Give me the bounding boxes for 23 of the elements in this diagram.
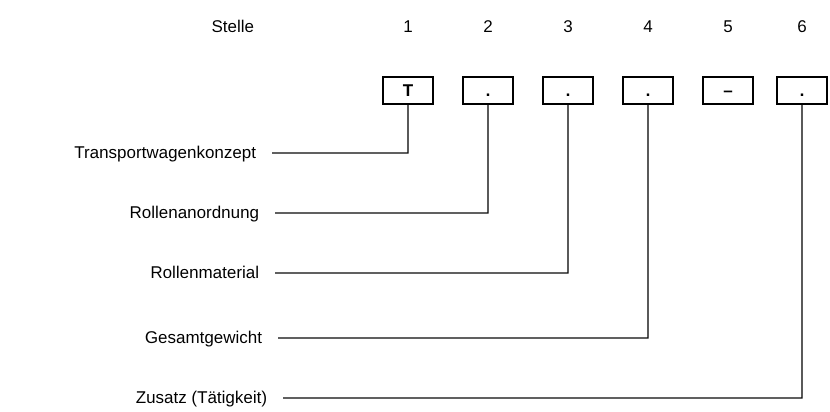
code-position-box: . (542, 76, 594, 105)
position-number: 1 (403, 17, 413, 37)
leader-line (283, 105, 803, 399)
field-label: Zusatz (Tätigkeit) (136, 388, 283, 408)
code-position-box: – (702, 76, 754, 105)
position-number: 3 (563, 17, 573, 37)
field-label: Rollenmaterial (150, 263, 275, 283)
position-number: 4 (643, 17, 653, 37)
code-position-box: . (776, 76, 828, 105)
code-position-box: . (622, 76, 674, 105)
position-number: 5 (723, 17, 733, 37)
leader-line (278, 105, 649, 339)
leader-line (272, 105, 409, 154)
field-label: Transportwagenkonzept (74, 143, 272, 163)
field-label: Gesamtgewicht (144, 328, 278, 348)
field-label: Rollenanordnung (130, 203, 275, 223)
code-position-box: . (462, 76, 514, 105)
code-position-box: T (382, 76, 434, 105)
position-number: 2 (483, 17, 493, 37)
position-number: 6 (797, 17, 807, 37)
leader-line (275, 105, 569, 274)
header-label: Stelle (211, 17, 254, 37)
leader-line (275, 105, 489, 214)
